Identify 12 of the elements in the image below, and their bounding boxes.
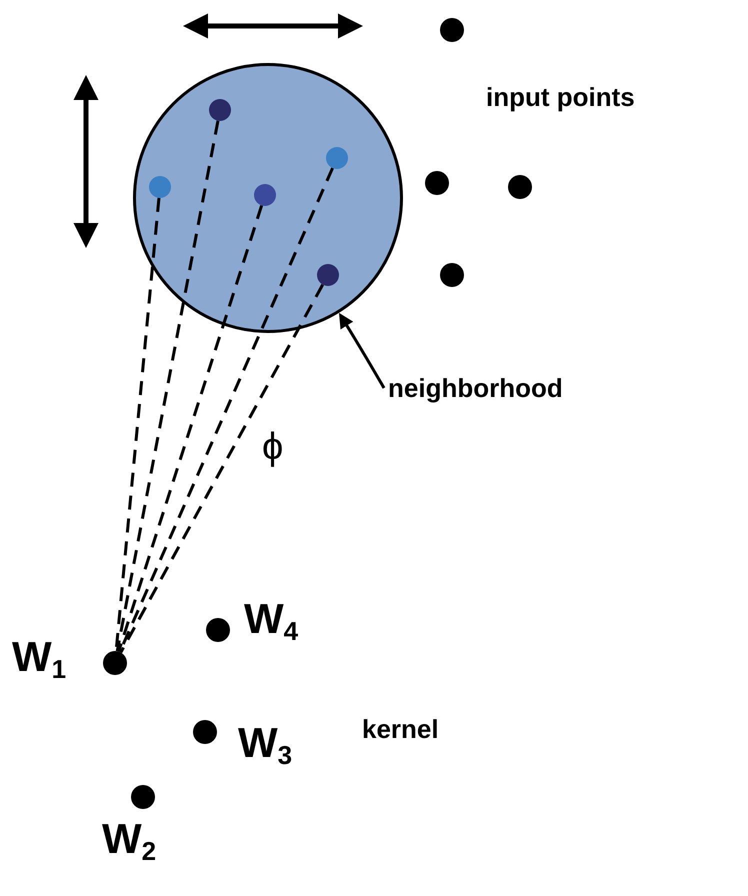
weight-label: W$_{4}$: [244, 598, 298, 640]
callout-text: neighborhood: [388, 372, 564, 405]
symbol-label: ϕ: [262, 428, 284, 466]
weight-label: W$_{1}$: [12, 636, 66, 678]
leader-arrow: [339, 312, 386, 389]
dashed-line: [117, 205, 264, 652]
kernel-label: kernel: [362, 716, 439, 742]
dashed-line: [116, 120, 220, 652]
dashed-line: [119, 284, 324, 654]
weight-label: W$_{2}$: [102, 818, 156, 860]
weight-label: W$_{3}$: [238, 722, 292, 764]
axis-label: input points: [486, 84, 635, 110]
